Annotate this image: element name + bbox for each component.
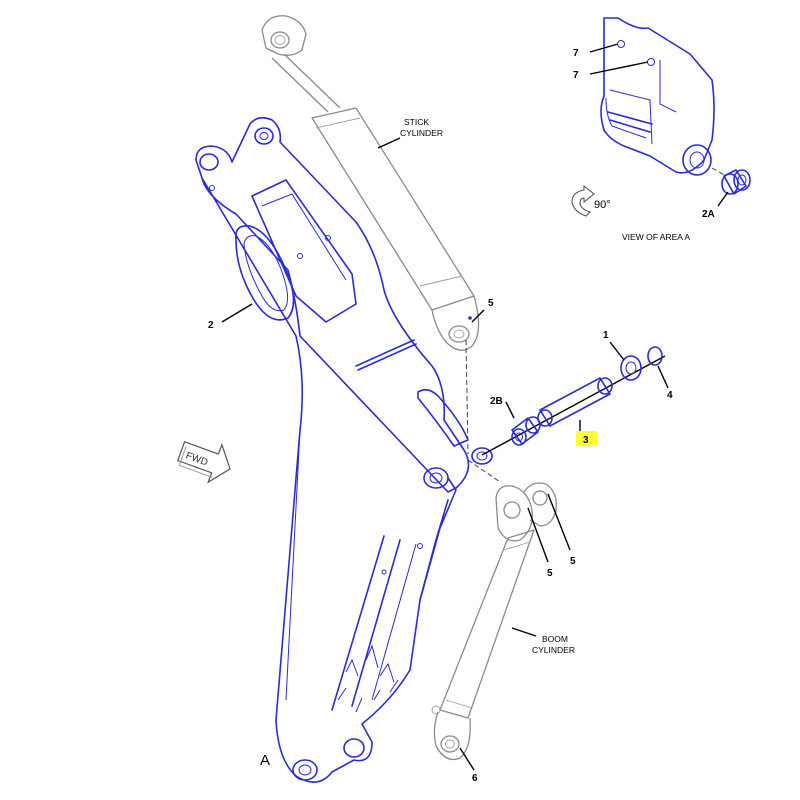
rotation-arrow-icon [571,184,595,217]
fwd-arrow-icon: FWD [177,440,231,484]
leader-1 [609,341,625,361]
leader-7-bottom [589,61,649,75]
callout-2a: 2A [702,209,715,220]
callout-6: 6 [472,773,478,784]
stick-arm[interactable] [195,116,493,493]
stick-cylinder[interactable] [261,15,480,351]
boom-cylinder-label-2: CYLINDER [532,645,575,655]
bushing-2b[interactable] [511,416,541,446]
boom[interactable] [201,177,457,783]
inset-view-area-a [600,17,751,195]
callout-7-top: 7 [573,48,579,59]
leader-boom [511,627,537,637]
leader-stick [377,137,401,149]
highlight-3 [576,431,597,446]
callout-5-boom-left: 5 [547,568,553,579]
callout-2b: 2B [490,396,503,407]
leader-2a [717,191,729,207]
callout-4: 4 [667,390,673,401]
rotation-label: 90° [594,199,611,211]
leader-5-boom-left [527,507,549,563]
stick-cylinder-alignment-line [465,339,469,455]
callout-1: 1 [603,330,609,341]
callout-5-stick: 5 [488,298,494,309]
leader-7-top [589,43,619,53]
boom-cylinder-label-1: BOOM [542,634,568,644]
boom-alignment-line [467,459,501,483]
pin-3[interactable] [537,377,613,427]
callout-2: 2 [208,320,214,331]
pin-centerline [481,355,666,456]
ring-4[interactable] [647,346,663,366]
boom-cylinder[interactable] [431,482,557,761]
leader-4 [657,365,669,389]
leader-5-stick [471,309,485,323]
callout-5-boom-right: 5 [570,556,576,567]
leader-6 [459,747,475,771]
stick-cylinder-label-2: CYLINDER [400,128,443,138]
washer-1[interactable] [620,355,642,381]
callout-3[interactable]: 3 [583,435,589,446]
leader-2b [505,401,515,419]
leader-2 [221,303,253,323]
leader-5-boom-right [547,493,571,551]
area-marker-a: A [260,752,270,769]
view-of-area-label: VIEW OF AREA A [622,232,690,242]
stick-cylinder-label-1: STICK [404,117,429,127]
callout-7-bottom: 7 [573,70,579,81]
